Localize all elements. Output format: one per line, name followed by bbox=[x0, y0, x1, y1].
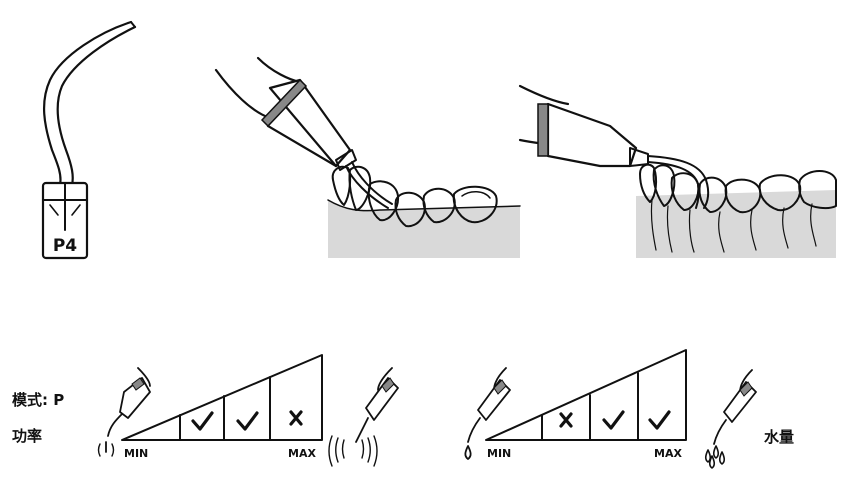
power-max-label: MAX bbox=[288, 447, 316, 460]
water-min-label: MIN bbox=[487, 447, 511, 460]
power-min-label: MIN bbox=[124, 447, 148, 460]
handpiece-water-min-icon bbox=[464, 367, 511, 460]
power-label: 功率 bbox=[12, 427, 42, 445]
power-cell-3 bbox=[289, 410, 303, 426]
water-cell-3 bbox=[648, 410, 671, 430]
power-cell-1 bbox=[191, 411, 214, 431]
dental-scene-side bbox=[518, 84, 837, 258]
tip-label: P4 bbox=[53, 236, 77, 256]
power-panel: 模式: P 功率 MIN MAX bbox=[12, 354, 399, 467]
mode-label: 模式: P bbox=[12, 391, 64, 409]
handpiece-side bbox=[518, 84, 710, 209]
water-max-label: MAX bbox=[654, 447, 682, 460]
dental-scene-front bbox=[214, 56, 521, 258]
teeth-row-front bbox=[331, 165, 498, 228]
power-cell-2 bbox=[236, 411, 259, 431]
handpiece-front bbox=[214, 56, 393, 209]
water-label: 水量 bbox=[764, 428, 794, 446]
water-panel: MIN MAX 水量 bbox=[464, 349, 794, 469]
handpiece-max-icon bbox=[328, 367, 399, 467]
handpiece-min-icon bbox=[97, 367, 151, 457]
scaler-tip-p4: P4 bbox=[41, 20, 137, 260]
handpiece-water-max-icon bbox=[704, 369, 757, 469]
water-cell-2 bbox=[602, 410, 625, 430]
water-cell-1 bbox=[559, 412, 573, 428]
